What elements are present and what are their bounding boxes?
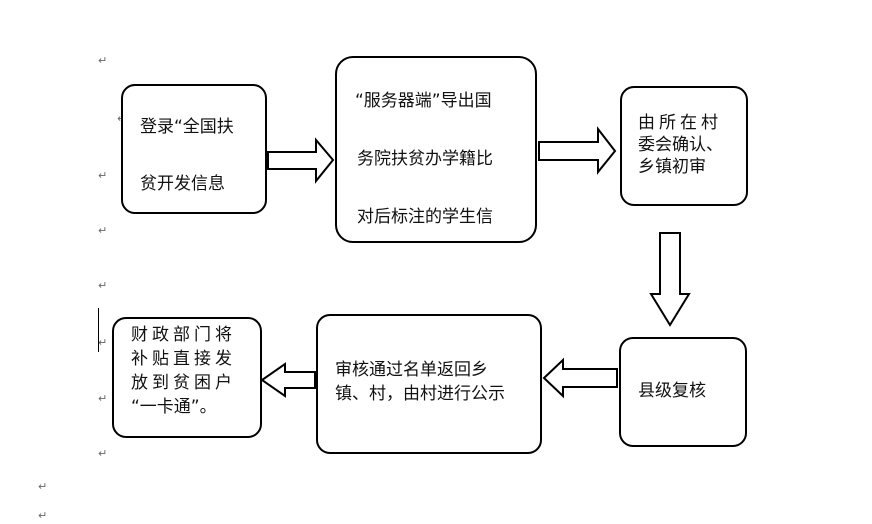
paragraph-mark: ↵ (98, 54, 108, 67)
step-payment-line-2: 补贴直接发 (131, 349, 236, 369)
step-village-line-1: 由所在村 (638, 113, 722, 133)
paragraph-mark: ↵ (98, 169, 108, 182)
step-export-line-1: “服务器端”导出国 (355, 91, 492, 111)
step-payment-line-1: 财政部门将 (131, 325, 236, 345)
paragraph-mark: ↵ (98, 224, 108, 237)
paragraph-mark: ↵ (38, 509, 48, 522)
arrow-left-1 (542, 357, 618, 399)
step-payment-line-3: 放到贫困户 (131, 373, 236, 393)
step-login-line-1: 登录“全国扶 (140, 117, 234, 137)
arrow-right-2 (538, 126, 617, 175)
step-export-box (335, 56, 537, 243)
step-login-line-2: 贫开发信息 (140, 174, 225, 194)
arrow-left-2 (260, 362, 316, 398)
step-export-line-3: 对后标注的学生信 (357, 207, 493, 227)
step-county-review-box (619, 337, 747, 447)
step-payment-box (112, 317, 262, 438)
step-village-line-3: 乡镇初审 (638, 157, 706, 177)
step-publicize-box (316, 314, 542, 454)
arrow-down-1 (649, 232, 691, 327)
step-village-review-box (620, 86, 748, 206)
step-publicize-line-2: 镇、村，由村进行公示 (335, 384, 505, 404)
paragraph-mark: ↵ (98, 279, 108, 292)
paragraph-mark: ↵ (98, 392, 108, 405)
step-county-label: 县级复核 (638, 381, 706, 401)
paragraph-mark: ↵ (38, 480, 48, 493)
text-cursor (98, 308, 99, 352)
paragraph-mark: ↵ (98, 336, 108, 349)
arrow-right-1 (267, 137, 335, 184)
step-login-box (121, 84, 267, 214)
paragraph-mark: ↵ (98, 447, 108, 460)
step-publicize-line-1: 审核通过名单返回乡 (335, 360, 488, 380)
step-village-line-2: 委会确认、 (638, 135, 723, 155)
step-payment-line-4: “一卡通”。 (131, 397, 217, 417)
step-export-line-2: 务院扶贫办学籍比 (357, 149, 493, 169)
